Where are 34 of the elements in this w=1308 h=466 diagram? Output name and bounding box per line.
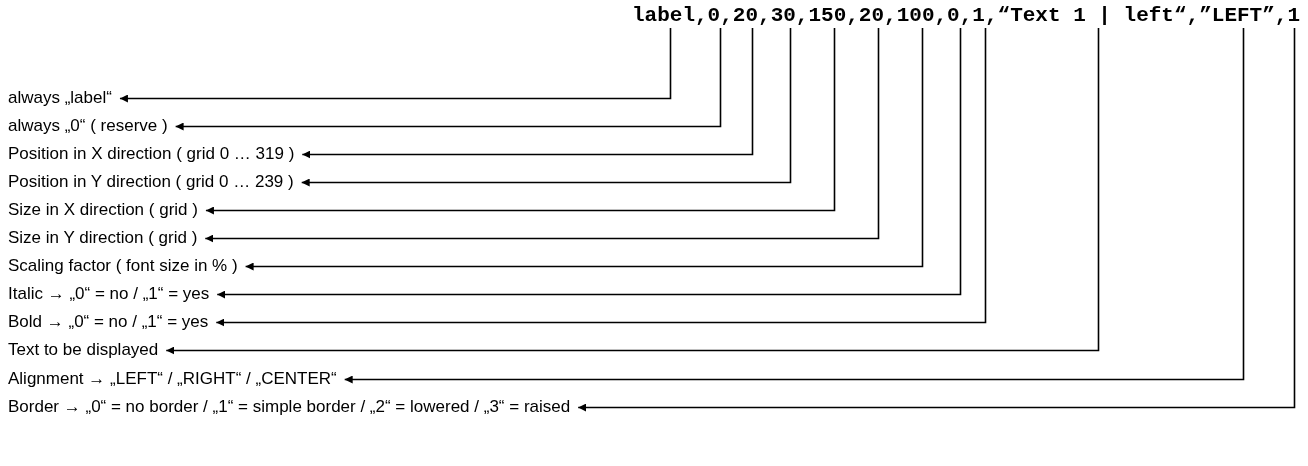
code-field: 30, xyxy=(770,4,809,27)
field-description: Alignment → „LEFT“ / „RIGHT“ / „CENTER“ xyxy=(8,369,337,389)
code-field: 100, xyxy=(896,4,948,27)
code-field: 20, xyxy=(732,4,771,27)
field-description: Scaling factor ( font size in % ) xyxy=(8,256,238,276)
code-field: 0, xyxy=(707,4,733,27)
field-description: Text to be displayed xyxy=(8,340,159,360)
leader-arrow xyxy=(119,27,672,103)
code-field: “Text 1 | left“, xyxy=(997,4,1200,27)
leader-arrow xyxy=(301,27,754,159)
code-field: ”LEFT”, xyxy=(1199,4,1288,27)
code-field: 0, xyxy=(947,4,973,27)
field-description: Size in Y direction ( grid ) xyxy=(8,228,198,248)
code-field: label, xyxy=(631,4,708,27)
field-description: Bold → „0“ = no / „1“ = yes xyxy=(8,312,209,332)
leader-arrow xyxy=(165,27,1100,355)
leader-arrow xyxy=(205,27,836,215)
leader-arrow xyxy=(577,27,1296,412)
field-description: always „label“ xyxy=(8,88,112,108)
field-description: Border → „0“ = no border / „1“ = simple border / „2“ = lowered / „3“ = raised xyxy=(8,397,571,417)
field-description: always „0“ ( reserve ) xyxy=(8,116,168,136)
leader-arrow xyxy=(343,27,1245,384)
code-field: 150, xyxy=(808,4,859,27)
leader-arrow xyxy=(204,27,880,243)
code-field: 1 xyxy=(1287,4,1300,27)
leader-arrow xyxy=(174,27,722,131)
leader-arrow xyxy=(300,27,792,187)
field-description: Position in X direction ( grid 0 … 319 ) xyxy=(8,144,295,164)
field-description: Size in X direction ( grid ) xyxy=(8,200,198,220)
leader-arrow xyxy=(244,27,924,271)
field-description: Position in Y direction ( grid 0 … 239 ) xyxy=(8,172,294,192)
code-field: 1, xyxy=(972,4,998,27)
code-field: 20, xyxy=(858,4,897,27)
field-description: Italic → „0“ = no / „1“ = yes xyxy=(8,284,210,304)
